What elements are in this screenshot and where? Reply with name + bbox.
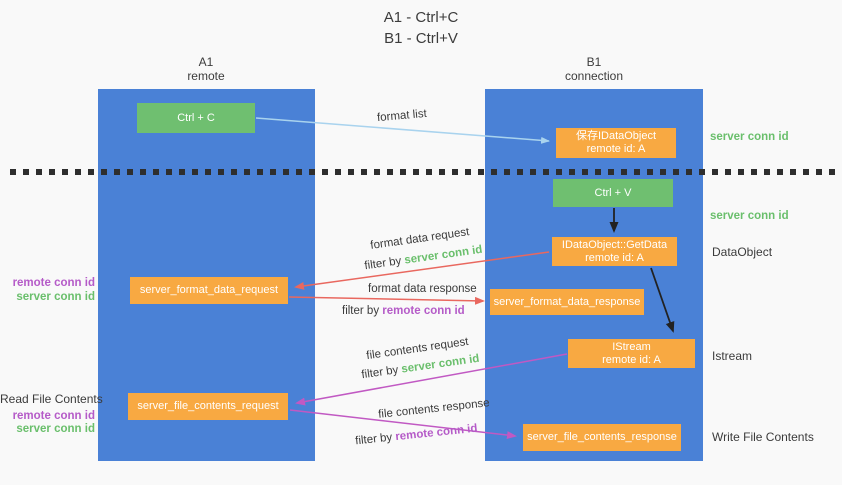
node-format-response-label: server_format_data_response — [493, 295, 641, 308]
format-data-response-arrow — [288, 296, 485, 305]
node-getdata-line1: IDataObject::GetData — [561, 238, 668, 251]
node-ctrl-v: Ctrl + V — [553, 179, 673, 207]
filter-by-text: filter by — [360, 364, 400, 382]
side-label-server-conn-id-1: server conn id — [16, 291, 95, 303]
lane-header-b1: B1 connection — [534, 55, 654, 83]
side-label-read-file-contents: Read File Contents — [0, 392, 103, 406]
node-server-file-contents-request: server_file_contents_request — [128, 393, 288, 420]
filter-by-text: filter by — [342, 305, 380, 317]
node-save-dataobject-line1: 保存IDataObject — [575, 130, 657, 142]
node-file-request-label: server_file_contents_request — [137, 400, 279, 412]
title-line-1: A1 - Ctrl+C — [383, 9, 459, 26]
side-label-write-file-contents: Write File Contents — [712, 430, 814, 444]
node-getdata-line2: remote id: A — [585, 251, 644, 264]
side-label-remote-conn-id-1: remote conn id — [12, 277, 95, 289]
node-save-dataobject: 保存IDataObject remote id: A — [556, 128, 676, 158]
node-istream-line2: remote id: A — [602, 353, 661, 366]
diagram-title: A1 - Ctrl+C B1 - Ctrl+V — [0, 7, 842, 49]
dotted-divider — [10, 169, 842, 175]
label-format-list: format list — [376, 107, 428, 125]
side-label-istream: Istream — [712, 349, 753, 363]
server-conn-id-text: server conn id — [403, 243, 484, 267]
lane-b1-name: B1 — [586, 55, 602, 69]
label-filter-by-remote-conn-id-1: filter by remote conn id — [342, 305, 465, 317]
remote-conn-id-text: remote conn id — [394, 422, 479, 444]
side-label-server-conn-id-top: server conn id — [710, 131, 789, 143]
side-label-dataobject: DataObject — [712, 245, 773, 259]
side-label-remote-conn-id-2: remote conn id — [12, 410, 95, 422]
lane-header-a1: A1 remote — [146, 55, 266, 83]
lane-b1-role: connection — [564, 69, 624, 83]
server-conn-id-text: server conn id — [400, 352, 481, 376]
side-label-server-conn-id-mid: server conn id — [710, 210, 789, 222]
label-file-contents-response: file contents response — [377, 397, 491, 421]
node-istream: IStream remote id: A — [568, 339, 695, 368]
node-save-dataobject-line2: remote id: A — [586, 143, 646, 155]
node-server-format-data-request: server_format_data_request — [130, 277, 288, 304]
node-server-format-data-response: server_format_data_response — [490, 289, 644, 315]
node-istream-line1: IStream — [612, 340, 651, 353]
side-label-server-conn-id-2: server conn id — [16, 423, 95, 435]
node-ctrl-c-label: Ctrl + C — [177, 111, 215, 124]
node-format-request-label: server_format_data_request — [139, 284, 279, 296]
node-ctrl-v-label: Ctrl + V — [594, 186, 632, 199]
node-ctrl-c: Ctrl + C — [137, 103, 255, 133]
node-server-file-contents-response: server_file_contents_response — [523, 424, 681, 451]
label-format-data-response: format data response — [368, 283, 477, 295]
remote-conn-id-text: remote conn id — [382, 305, 465, 317]
lane-a1-name: A1 — [198, 55, 214, 69]
title-line-2: B1 - Ctrl+V — [384, 30, 458, 47]
lane-a1-role: remote — [187, 69, 225, 83]
filter-by-text: filter by — [354, 431, 393, 448]
filter-by-text: filter by — [363, 255, 403, 273]
node-idataobject-getdata: IDataObject::GetData remote id: A — [552, 237, 677, 266]
node-file-response-label: server_file_contents_response — [527, 431, 677, 443]
label-filter-by-remote-conn-id-2: filter by remote conn id — [355, 423, 478, 448]
